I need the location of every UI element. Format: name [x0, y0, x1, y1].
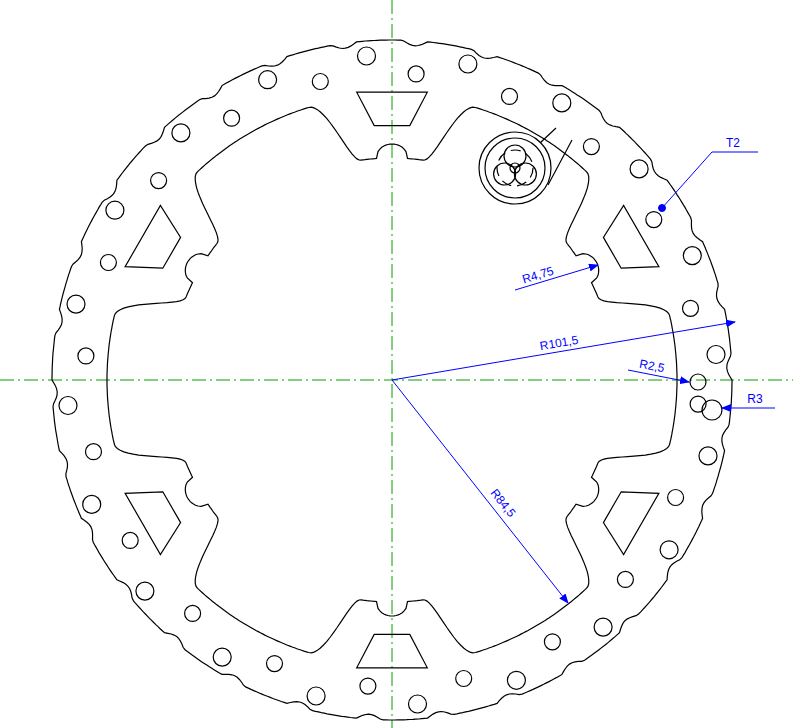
leader-line [662, 152, 758, 208]
drill-hole [151, 173, 167, 189]
drill-hole [690, 374, 706, 390]
logo-ring [485, 138, 545, 198]
drill-hole [668, 490, 684, 506]
vent-slot [125, 206, 181, 269]
dimension-line [392, 322, 735, 380]
dimension-line [392, 380, 568, 603]
drill-hole [630, 160, 648, 178]
drill-hole [307, 687, 325, 705]
drill-hole [106, 201, 124, 219]
drill-hole [502, 88, 518, 104]
drill-hole [172, 124, 190, 142]
logo-disc [479, 132, 551, 204]
drill-hole [408, 66, 424, 82]
drill-hole [136, 582, 154, 600]
drill-hole [409, 695, 427, 713]
tab-edge [540, 128, 556, 143]
drill-hole [699, 447, 717, 465]
dimension-line [515, 265, 598, 290]
logo-lobe [514, 163, 536, 185]
drill-hole [583, 139, 599, 155]
vent-slot [357, 92, 428, 125]
outer-edge [52, 40, 732, 720]
drill-hole [594, 618, 612, 636]
drill-hole [67, 295, 85, 313]
drill-hole [122, 532, 138, 548]
drill-hole [100, 255, 116, 271]
drill-hole [59, 397, 77, 415]
drill-hole [660, 541, 678, 559]
drill-hole [312, 74, 328, 90]
leader-dot [659, 205, 666, 212]
vent-slot [357, 634, 428, 667]
disc-outline [52, 40, 732, 720]
dimension-label: R2,5 [637, 357, 666, 374]
drill-hole [259, 71, 277, 89]
dimension-line [722, 408, 775, 409]
dimension-label: R4,75 [520, 264, 556, 285]
drill-hole [86, 444, 102, 460]
dimension-label: R3 [746, 393, 763, 405]
drill-hole [617, 571, 633, 587]
drill-hole [544, 634, 560, 650]
drill-hole [702, 400, 722, 420]
drill-hole [358, 47, 376, 65]
drill-hole [456, 671, 472, 687]
drill-hole [224, 110, 240, 126]
vent-slot [125, 492, 181, 555]
dimension-label: T2 [725, 137, 741, 149]
drill-hole [267, 656, 283, 672]
drill-hole [683, 300, 699, 316]
drill-hole [83, 495, 101, 513]
tab-edge [548, 140, 572, 185]
drill-hole [459, 55, 477, 73]
drill-hole [507, 671, 525, 689]
vent-slot [603, 206, 659, 269]
drill-hole [78, 348, 94, 364]
center-line [392, 0, 393, 728]
dimension-lines [392, 152, 775, 603]
inner-cutout [107, 107, 677, 653]
drill-hole [683, 247, 701, 265]
drill-hole [707, 346, 725, 364]
drill-hole [213, 648, 231, 666]
vent-slot [603, 492, 659, 555]
logo-ring [497, 150, 533, 186]
drill-hole [646, 212, 662, 228]
dimension-label: R84,5 [488, 486, 519, 520]
drill-hole [360, 678, 376, 694]
drill-hole [185, 605, 201, 621]
drill-hole [553, 94, 571, 112]
